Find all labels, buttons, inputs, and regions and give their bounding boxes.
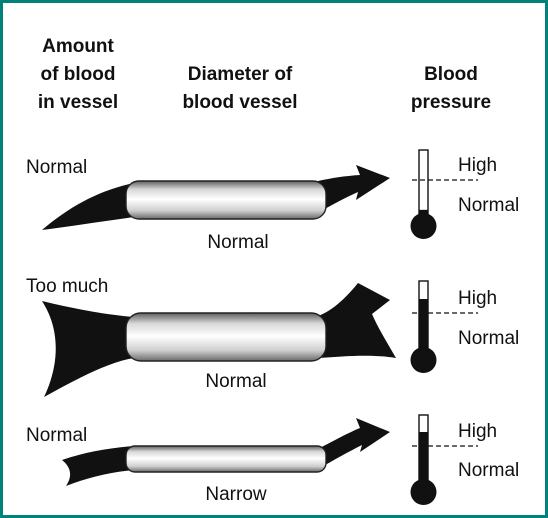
row-2-amount-label: Too much [26, 276, 108, 297]
header-amount-line3: in vessel [38, 92, 118, 113]
header-pressure-line2: pressure [411, 92, 491, 113]
header-pressure-line1: Blood [424, 64, 478, 85]
row-3-normal-label: Normal [458, 460, 519, 481]
vessel-tube [126, 446, 326, 472]
header-diameter-line1: Diameter of [188, 64, 293, 85]
row-3-diameter-label: Narrow [205, 484, 267, 505]
row-1-normal-label: Normal [458, 195, 519, 216]
row-3-amount-label: Normal [26, 425, 87, 446]
header-amount-line2: of blood [41, 64, 116, 85]
pressure-fill [419, 299, 428, 353]
row-2-normal-label: Normal [458, 328, 519, 349]
header-amount-line1: Amount [42, 36, 114, 57]
row-1-amount-label: Normal [26, 157, 87, 178]
row-1-diameter-label: Normal [207, 232, 268, 253]
row-3-high-label: High [458, 421, 497, 442]
vessel-tube [126, 313, 326, 361]
vessel-tube [126, 181, 326, 219]
row-1-high-label: High [458, 155, 497, 176]
header-diameter-line2: blood vessel [182, 92, 297, 113]
pressure-fill [419, 432, 428, 483]
row-2-diameter-label: Normal [205, 371, 266, 392]
row-2-high-label: High [458, 288, 497, 309]
